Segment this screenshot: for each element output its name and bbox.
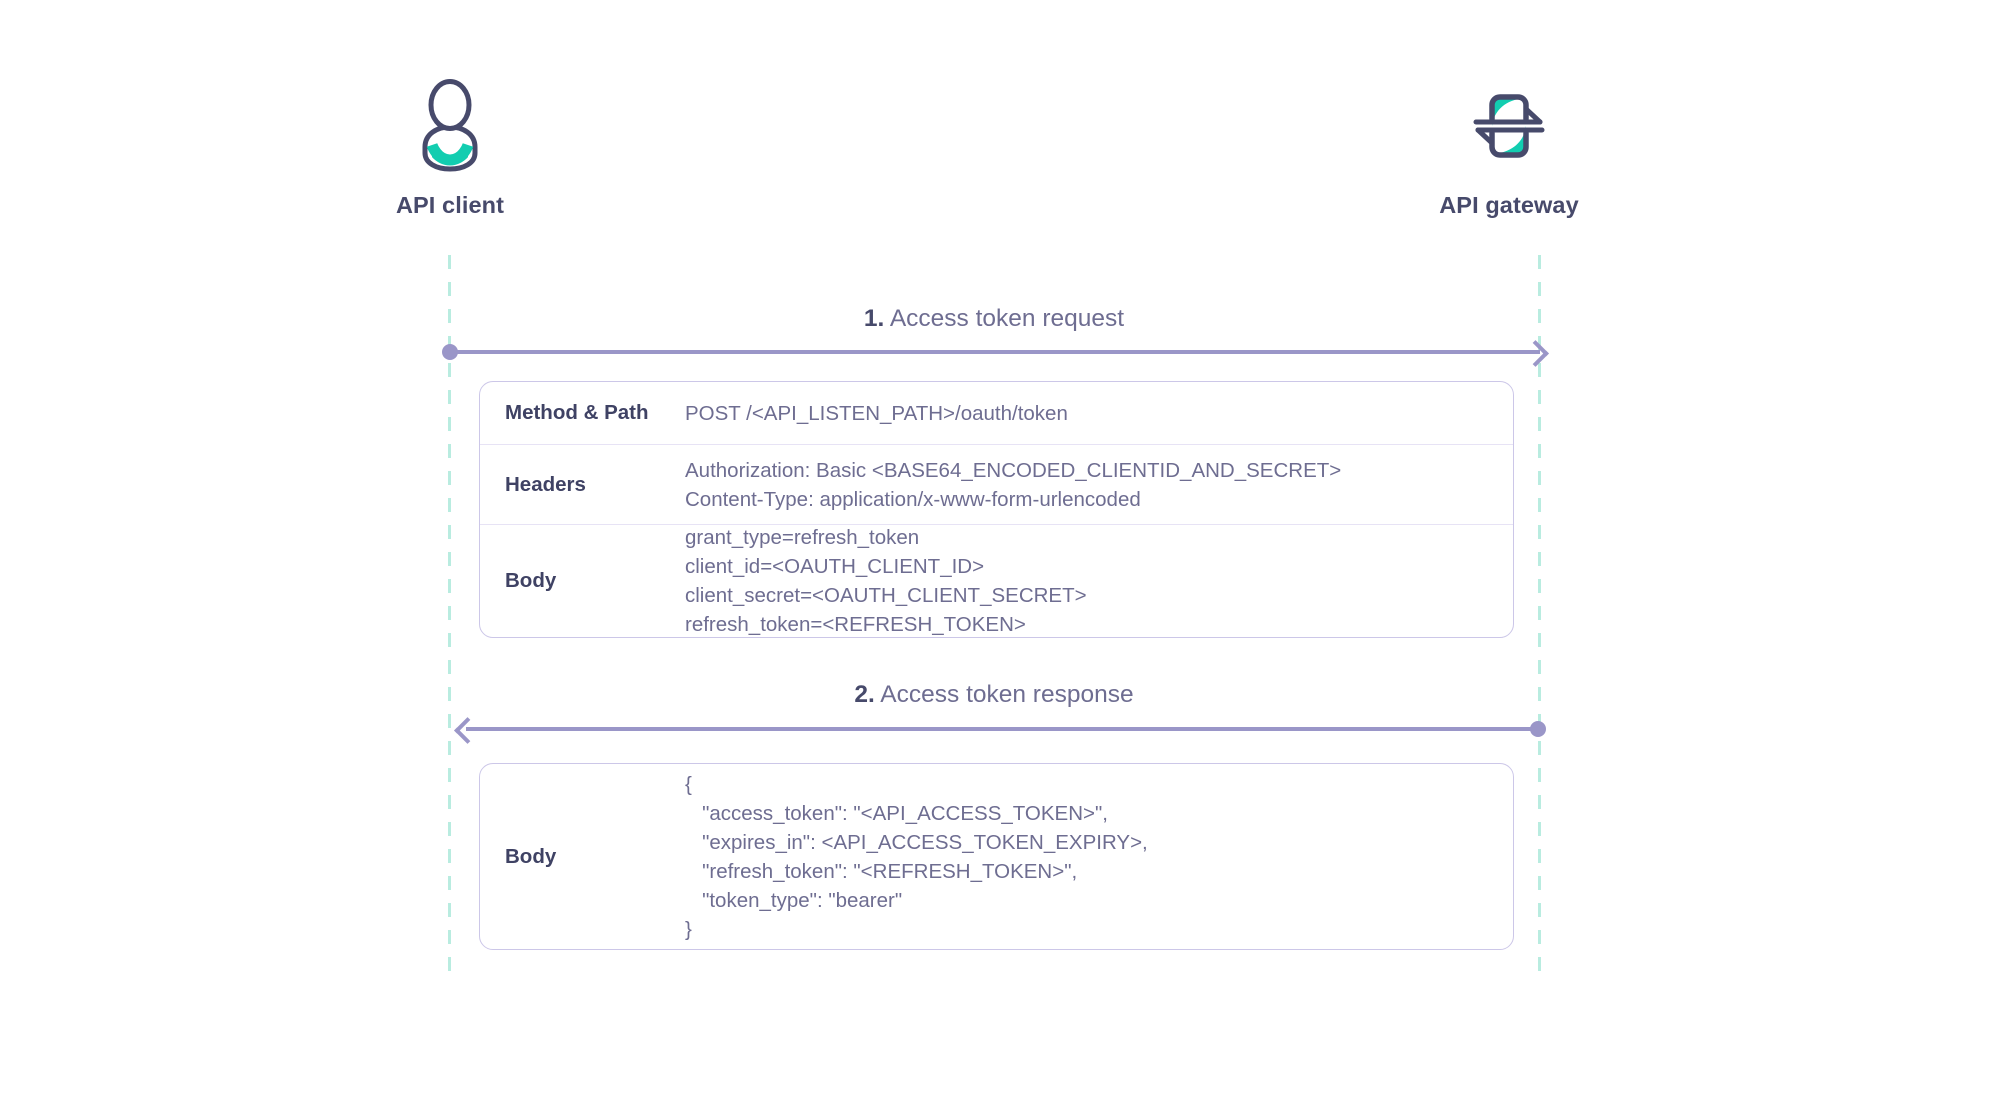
table-row: Body grant_type=refresh_token client_id=… [480, 525, 1513, 637]
row-value-line: client_secret=<OAUTH_CLIENT_SECRET> [685, 584, 1087, 607]
user-person-icon [300, 78, 600, 174]
row-key: Body [505, 844, 557, 868]
row-value-line: POST /<API_LISTEN_PATH>/oauth/token [685, 401, 1068, 425]
row-value-line: "token_type": "bearer" [685, 888, 903, 912]
row-value-line: Authorization: Basic <BASE64_ENCODED_CLI… [685, 458, 1342, 482]
response-details-table: Body { "access_token": "<API_ACCESS_TOKE… [479, 763, 1514, 950]
row-value-line: refresh_token=<REFRESH_TOKEN> [685, 613, 1026, 636]
arrow-head-right [1522, 339, 1549, 367]
lifeline-api-gateway [1538, 255, 1541, 973]
row-value: POST /<API_LISTEN_PATH>/oauth/token [685, 399, 1513, 428]
row-value: grant_type=refresh_token client_id=<OAUT… [685, 523, 1513, 639]
row-value-line: "refresh_token": "<REFRESH_TOKEN>", [685, 859, 1078, 883]
actor-label-api-client: API client [395, 192, 505, 218]
actor-api-client: API client [300, 78, 600, 219]
arrow-start-dot [1530, 721, 1546, 737]
row-value-line: Content-Type: application/x-www-form-url… [685, 487, 1141, 511]
arrow-line [450, 350, 1540, 354]
message-label-2: 2. Access token response [449, 681, 1539, 709]
message-number-2: 2. [854, 681, 875, 708]
row-key: Headers [505, 472, 586, 496]
row-value: Authorization: Basic <BASE64_ENCODED_CLI… [685, 456, 1513, 514]
request-details-table: Method & Path POST /<API_LISTEN_PATH>/oa… [479, 381, 1514, 638]
gateway-exchange-arrows-icon [1359, 78, 1659, 174]
row-value-line: client_id=<OAUTH_CLIENT_ID> [685, 555, 985, 578]
message-text-2: Access token response [880, 681, 1134, 708]
message-number-1: 1. [863, 305, 885, 332]
row-key: Body [505, 569, 557, 592]
row-key: Method & Path [505, 401, 649, 424]
message-label-1: 1. Access token request [449, 305, 1539, 333]
message-arrow-1 [442, 339, 1552, 367]
message-text-1: Access token request [889, 305, 1125, 332]
actor-api-gateway: API gateway [1359, 78, 1659, 219]
table-row: Headers Authorization: Basic <BASE64_ENC… [480, 445, 1513, 525]
arrow-line [466, 727, 1542, 731]
row-value-line: grant_type=refresh_token [685, 526, 920, 549]
lifeline-api-client [448, 255, 451, 973]
row-value-line: } [685, 917, 692, 941]
table-row: Method & Path POST /<API_LISTEN_PATH>/oa… [480, 382, 1513, 445]
row-value-line: "expires_in": <API_ACCESS_TOKEN_EXPIRY>, [685, 830, 1148, 854]
table-row: Body { "access_token": "<API_ACCESS_TOKE… [480, 764, 1513, 949]
row-value-line: { [685, 772, 692, 796]
row-value: { "access_token": "<API_ACCESS_TOKEN>", … [685, 770, 1513, 944]
message-arrow-2 [452, 716, 1552, 744]
actor-label-api-gateway: API gateway [1439, 192, 1579, 218]
row-value-line: "access_token": "<API_ACCESS_TOKEN>", [685, 801, 1108, 825]
